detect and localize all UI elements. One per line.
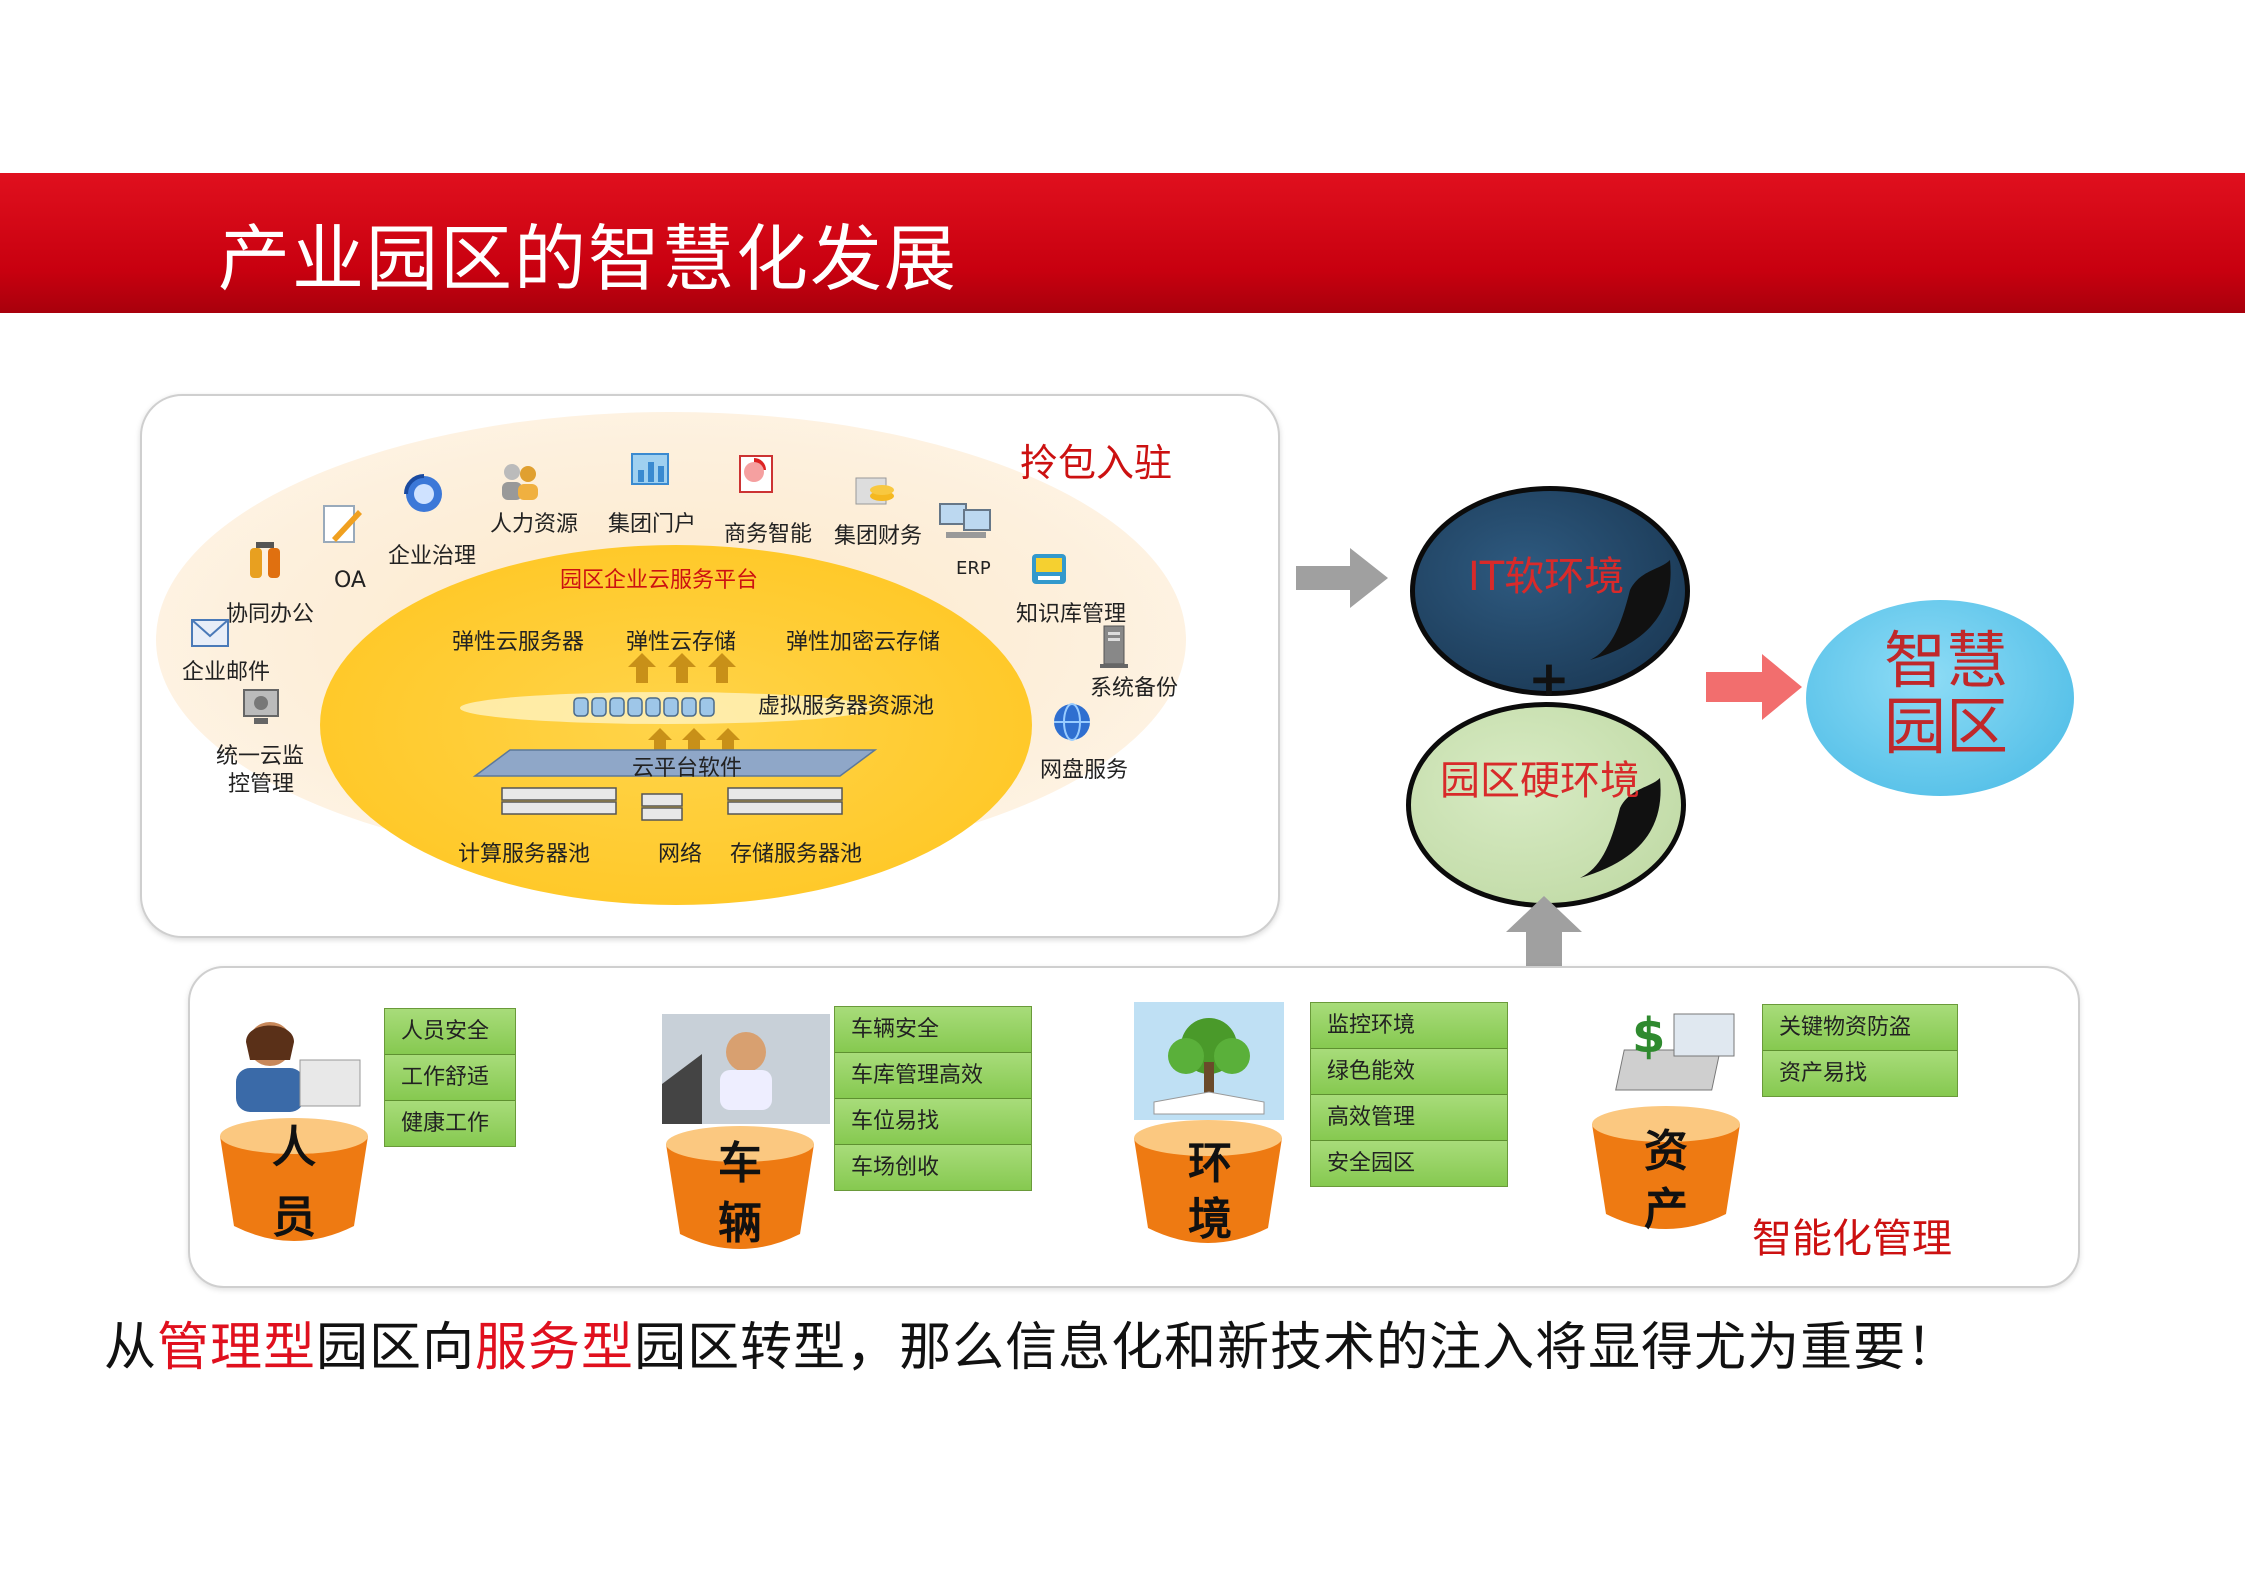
pink-right-arrow-icon xyxy=(1706,654,1802,720)
list-item: 车位易找 xyxy=(835,1099,1031,1145)
service-type-highlight: 服务型 xyxy=(475,1318,635,1378)
service-label-oa: OA xyxy=(334,568,366,593)
personnel-bottom-char: 员 xyxy=(272,1192,316,1243)
hard-environment-label: 园区硬环境 xyxy=(1440,758,1640,804)
envelope-icon xyxy=(191,619,229,647)
smart-park-line2: 园区 xyxy=(1884,690,2009,763)
tree-book-icon xyxy=(1134,1002,1284,1120)
it-environment-label: IT软环境 xyxy=(1468,554,1625,600)
list-item: 车场创收 xyxy=(835,1145,1031,1190)
upward-arrows-icon xyxy=(628,653,736,683)
service-label-monitor: 统一云监 xyxy=(216,744,305,769)
list-item: 高效管理 xyxy=(1311,1095,1507,1141)
vehicle-feature-list: 车辆安全 车库管理高效 车位易找 车场创收 xyxy=(834,1006,1032,1191)
service-label-knowledge: 知识库管理 xyxy=(1016,602,1127,627)
header-banner xyxy=(0,173,2245,313)
network-globe-icon xyxy=(1054,703,1090,741)
list-item: 资产易找 xyxy=(1763,1051,1957,1096)
layer-storage-pool: 存储服务器池 xyxy=(730,842,863,867)
dark-swirl-icon xyxy=(1590,560,1671,660)
personnel-top-char: 人 xyxy=(272,1122,316,1173)
page-title: 产业园区的智慧化发展 xyxy=(218,217,959,301)
list-item: 工作舒适 xyxy=(385,1055,515,1101)
dark-swirl-icon-2 xyxy=(1580,778,1661,878)
environment-top-char: 环 xyxy=(1188,1138,1232,1189)
service-label-portal: 集团门户 xyxy=(608,512,697,537)
globe-refresh-icon xyxy=(404,474,442,512)
move-in-label: 拎包入驻 xyxy=(1020,441,1173,485)
vehicle-top-char: 车 xyxy=(718,1138,762,1189)
service-label-backup: 系统备份 xyxy=(1090,676,1179,701)
layer-elastic-storage: 弹性云存储 xyxy=(626,630,737,655)
layer-network: 网络 xyxy=(658,842,703,867)
service-label-email: 企业邮件 xyxy=(182,660,271,685)
document-pen-icon xyxy=(323,505,362,543)
cloud-software-layer xyxy=(472,749,878,777)
upward-arrows-small-icon xyxy=(648,728,740,752)
service-label-bi: 商务智能 xyxy=(724,522,813,547)
layer-elastic-server: 弹性云服务器 xyxy=(452,630,585,655)
chart-folder-icon xyxy=(631,453,669,485)
environment-feature-list: 监控环境 绿色能效 高效管理 安全园区 xyxy=(1310,1002,1508,1187)
svg-text:$: $ xyxy=(1632,1008,1665,1064)
asset-feature-list: 关键物资防盗 资产易找 xyxy=(1762,1004,1958,1097)
conclusion-part-3: 园区转型，那么信息化和新技术的注入将显得尤为重要！ xyxy=(634,1318,1960,1378)
vehicle-cylinder xyxy=(666,1126,814,1249)
phone-card-icon xyxy=(1032,554,1066,584)
platform-title: 园区企业云服务平台 xyxy=(560,568,759,593)
list-item: 绿色能效 xyxy=(1311,1049,1507,1095)
plus-sign: + xyxy=(1528,650,1570,708)
intelligent-management-label: 智能化管理 xyxy=(1752,1216,1952,1262)
asset-top-char: 资 xyxy=(1644,1126,1688,1177)
list-item: 车库管理高效 xyxy=(835,1053,1031,1099)
vehicle-bottom-char: 辆 xyxy=(718,1198,762,1249)
server-rack-row xyxy=(501,787,843,821)
computers-icon xyxy=(939,503,991,538)
service-label-governance: 企业治理 xyxy=(388,544,477,569)
service-label-collab: 协同办公 xyxy=(226,602,315,627)
fire-extinguisher-icon xyxy=(250,542,280,578)
conclusion-text: 从管理型园区向服务型园区转型，那么信息化和新技术的注入将显得尤为重要！ xyxy=(104,1305,1959,1380)
conclusion-part-2: 园区向 xyxy=(316,1318,476,1378)
dollar-laptop-icon: $ xyxy=(1615,1008,1735,1091)
service-label-hr: 人力资源 xyxy=(490,512,579,537)
layer-compute-pool: 计算服务器池 xyxy=(458,842,591,867)
gray-up-arrow-icon xyxy=(1506,896,1582,970)
management-type-highlight: 管理型 xyxy=(157,1318,317,1378)
coins-icon xyxy=(855,477,894,505)
gray-right-arrow-icon xyxy=(1296,548,1388,608)
report-chart-icon xyxy=(739,455,773,493)
layer-encrypted-storage: 弹性加密云存储 xyxy=(786,630,941,655)
monitor-gear-icon xyxy=(243,689,279,724)
layer-cloud-software: 云平台软件 xyxy=(632,756,743,781)
conclusion-part-1: 从 xyxy=(104,1318,158,1378)
asset-cylinder xyxy=(1592,1106,1740,1229)
person-laptop-icon xyxy=(236,1022,361,1112)
list-item: 关键物资防盗 xyxy=(1763,1005,1957,1051)
platform-ellipse xyxy=(320,545,1032,905)
smart-park-ellipse xyxy=(1806,600,2074,796)
layer-vm-pool: 虚拟服务器资源池 xyxy=(758,694,935,719)
service-label-erp: ERP xyxy=(956,558,991,579)
personnel-cylinder xyxy=(220,1118,368,1241)
server-tower-icon xyxy=(1100,625,1128,668)
driver-car-icon xyxy=(662,1014,830,1124)
personnel-feature-list: 人员安全 工作舒适 健康工作 xyxy=(384,1008,516,1147)
vm-pool-band xyxy=(460,692,872,724)
list-item: 监控环境 xyxy=(1311,1003,1507,1049)
people-icon xyxy=(502,464,538,500)
environment-bottom-char: 境 xyxy=(1188,1194,1232,1245)
service-label-finance: 集团财务 xyxy=(834,524,923,549)
environment-cylinder xyxy=(1134,1120,1282,1243)
service-label-netdisk: 网盘服务 xyxy=(1040,758,1129,783)
list-item: 健康工作 xyxy=(385,1101,515,1146)
smart-park-line1: 智慧 xyxy=(1884,624,2009,697)
service-label-monitor-line2: 控管理 xyxy=(228,772,295,797)
list-item: 车辆安全 xyxy=(835,1007,1031,1053)
list-item: 人员安全 xyxy=(385,1009,515,1055)
list-item: 安全园区 xyxy=(1311,1141,1507,1186)
asset-bottom-char: 产 xyxy=(1644,1184,1688,1235)
